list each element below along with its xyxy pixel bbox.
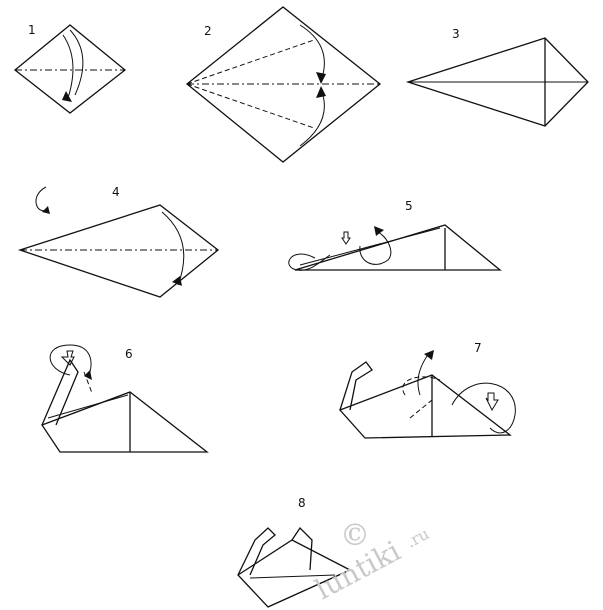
step-2-arrow-top (300, 25, 324, 78)
step-5: 5 (289, 199, 500, 270)
step-7-number: 7 (474, 341, 482, 355)
step-5-number: 5 (405, 199, 413, 213)
step-6-body (42, 392, 207, 452)
step-4-number: 4 (112, 185, 120, 199)
step-4-fold-arrow (162, 212, 184, 285)
step-2: 2 (187, 7, 380, 162)
step-7-fold-guide (410, 400, 432, 418)
step-2-number: 2 (204, 24, 212, 38)
step-2-fold-line-top (187, 40, 314, 84)
step-3: 3 (408, 27, 588, 126)
step-1-arrow-head (62, 91, 72, 102)
step-6: 6 (42, 345, 207, 452)
step-4-turn-over-icon (36, 187, 48, 211)
step-7-neck-head (340, 362, 372, 410)
step-5-inner-edge (300, 228, 440, 265)
step-7-body (340, 375, 510, 438)
step-5-push-arrow-icon (342, 232, 350, 244)
step-2-fold-line-bottom (187, 84, 314, 128)
step-2-arrow-bottom-head (316, 86, 326, 98)
step-4-kite (20, 205, 218, 297)
step-2-arrow-top-head (316, 72, 326, 84)
step-1: 1 (15, 23, 125, 113)
step-1-number: 1 (28, 23, 36, 37)
step-6-neck (42, 360, 78, 425)
step-7: 7 (340, 341, 515, 438)
step-8-neck-head (238, 528, 275, 575)
step-4-turn-over-arrowhead (42, 206, 50, 214)
step-8-number: 8 (298, 496, 306, 510)
step-5-triangle (295, 225, 500, 270)
step-1-fold-arrow-2 (63, 35, 73, 98)
step-5-rotate-arrowhead (374, 226, 384, 236)
step-7-push-arrow-icon (486, 393, 498, 410)
step-6-number: 6 (125, 347, 133, 361)
step-7-up-arrow (418, 352, 430, 395)
watermark-site-domain: .ru (403, 524, 432, 552)
site-watermark: © luntiki .ru (310, 518, 432, 606)
step-7-tail-arrow (452, 383, 515, 433)
step-1-fold-arrow (70, 30, 83, 95)
step-3-number: 3 (452, 27, 460, 41)
step-4: 4 (20, 185, 218, 297)
